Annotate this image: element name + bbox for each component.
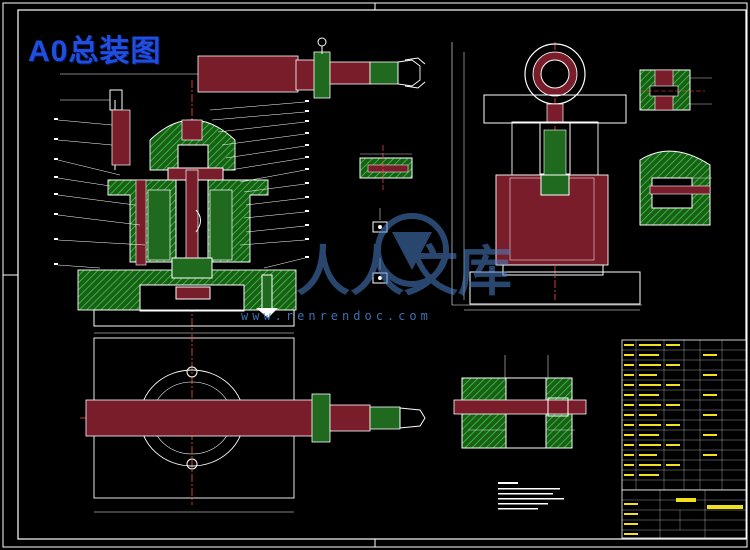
detail-view-b — [639, 69, 712, 111]
watermark-text: 人人文库 — [296, 240, 512, 303]
watermark-site: www.renrendoc.com — [241, 309, 432, 323]
detail-view-c — [639, 150, 712, 226]
watermark-logo: 人人文库 — [296, 213, 512, 303]
side-view — [451, 42, 642, 311]
detail-view-a — [359, 145, 413, 190]
parts-list-table — [621, 339, 747, 491]
top-view — [80, 334, 426, 513]
front-view — [54, 37, 426, 334]
detail-view-d — [453, 355, 587, 449]
drawing-title: A0总装图 — [28, 35, 162, 68]
technical-notes — [498, 482, 564, 510]
title-block — [621, 489, 747, 539]
